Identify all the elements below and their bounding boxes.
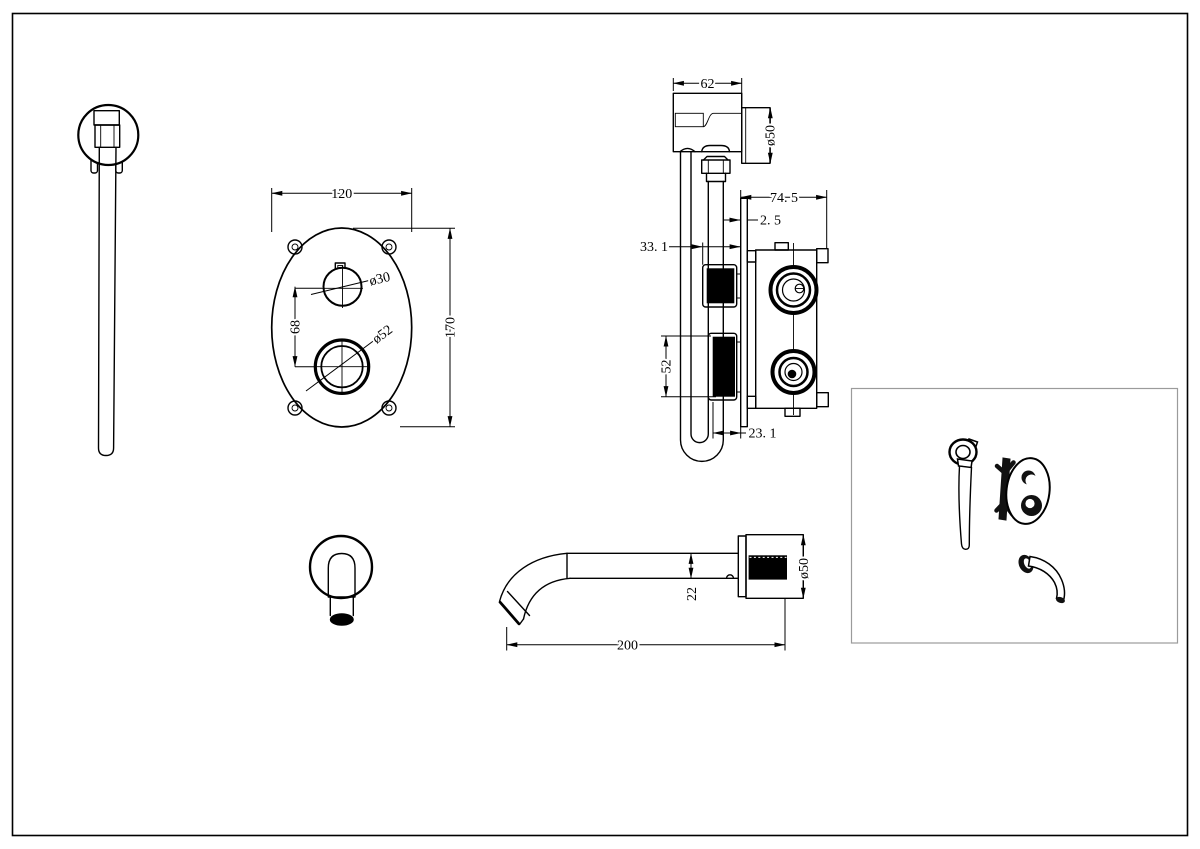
shower-head-circle [77, 103, 140, 167]
dim-label-plate-thickness: 2. 5 [760, 214, 781, 229]
dim-label-bottom-handle-diameter: ø52 [370, 323, 396, 348]
trim-plate-oval [270, 227, 413, 428]
dim-bottom-handle-height: 52 [658, 335, 716, 398]
dim-label-handle-spacing: 68 [289, 320, 304, 334]
spout-front-view [308, 534, 374, 626]
dim-label-elbow-flange-diameter: ø50 [764, 125, 779, 146]
spout-tube-lower [329, 596, 354, 617]
mounting-lugs [287, 239, 397, 416]
dim-label-plate-width: 120 [331, 187, 352, 202]
dim-label-spout-tube-diameter: 22 [685, 587, 700, 601]
assembly-preview-box [850, 387, 1179, 644]
dim-label-valve-depth: 74. 5 [770, 191, 798, 206]
set-screw [725, 574, 735, 579]
temperature-knob [313, 338, 371, 396]
dim-top-handle-diameter: ø30 [310, 268, 394, 295]
spout-outlet [329, 613, 354, 626]
dim-plate-height: 170 [353, 227, 461, 428]
shower-head-body [94, 124, 121, 148]
spout-flange-circle [308, 534, 374, 600]
dim-label-top-handle-diameter: ø30 [368, 270, 392, 289]
assembly-hand-shower [948, 438, 979, 551]
dim-spout-length: 200 [506, 598, 786, 655]
dim-handle-spacing: 68 [287, 286, 322, 368]
spout-tip-face [498, 600, 521, 626]
dim-spout-tube-diameter: 22 [683, 552, 702, 603]
valve-body [746, 241, 830, 417]
dim-plate-width: 120 [271, 185, 413, 232]
dim-label-bottom-handle-projection: 23. 1 [749, 427, 777, 442]
spout-side-view: ø50 22 200 [498, 534, 814, 655]
dim-elbow-flange-diameter: ø50 [762, 107, 781, 164]
dim-label-elbow-width: 62 [701, 77, 715, 92]
elbow-body [672, 92, 743, 153]
diverter-knob [322, 262, 363, 308]
assembly-spout [1018, 554, 1066, 604]
shower-hose-inner [690, 151, 709, 444]
assembly-valve [994, 457, 1051, 525]
spout-tube-upper [327, 552, 356, 598]
valve-side-view: 74. 5 2. 5 33. 1 52 23. 1 [638, 151, 830, 463]
dim-plate-thickness: 2. 5 [724, 212, 783, 231]
top-knob-profile [702, 264, 741, 308]
bottom-knob-profile [707, 332, 741, 401]
trim-plate-front-view: 120 170 68 ø30 ø52 [270, 185, 461, 428]
dim-label-spout-flange-diameter: ø50 [797, 558, 812, 579]
spout-thread [748, 555, 787, 580]
hose-nut [701, 155, 731, 183]
outlet-elbow-side-view: 62 ø50 [672, 75, 781, 183]
dim-spout-flange-diameter: ø50 [795, 534, 814, 599]
dim-top-handle-projection: 33. 1 [638, 238, 741, 265]
dim-valve-depth: 74. 5 [740, 189, 828, 248]
spout-tube [566, 552, 739, 579]
dim-label-top-handle-projection: 33. 1 [640, 240, 668, 255]
dim-elbow-width: 62 [672, 75, 743, 105]
plate-edge [740, 197, 748, 428]
dim-label-plate-height: 170 [444, 317, 459, 338]
dim-bottom-handle-projection: 23. 1 [712, 402, 779, 444]
hand-shower-front-view [77, 103, 140, 457]
shower-hose-outer [679, 151, 724, 463]
dim-label-spout-length: 200 [617, 638, 638, 653]
dim-label-bottom-handle-height: 52 [660, 360, 675, 374]
drawing-frame [11, 12, 1189, 837]
shower-handle [97, 146, 117, 457]
